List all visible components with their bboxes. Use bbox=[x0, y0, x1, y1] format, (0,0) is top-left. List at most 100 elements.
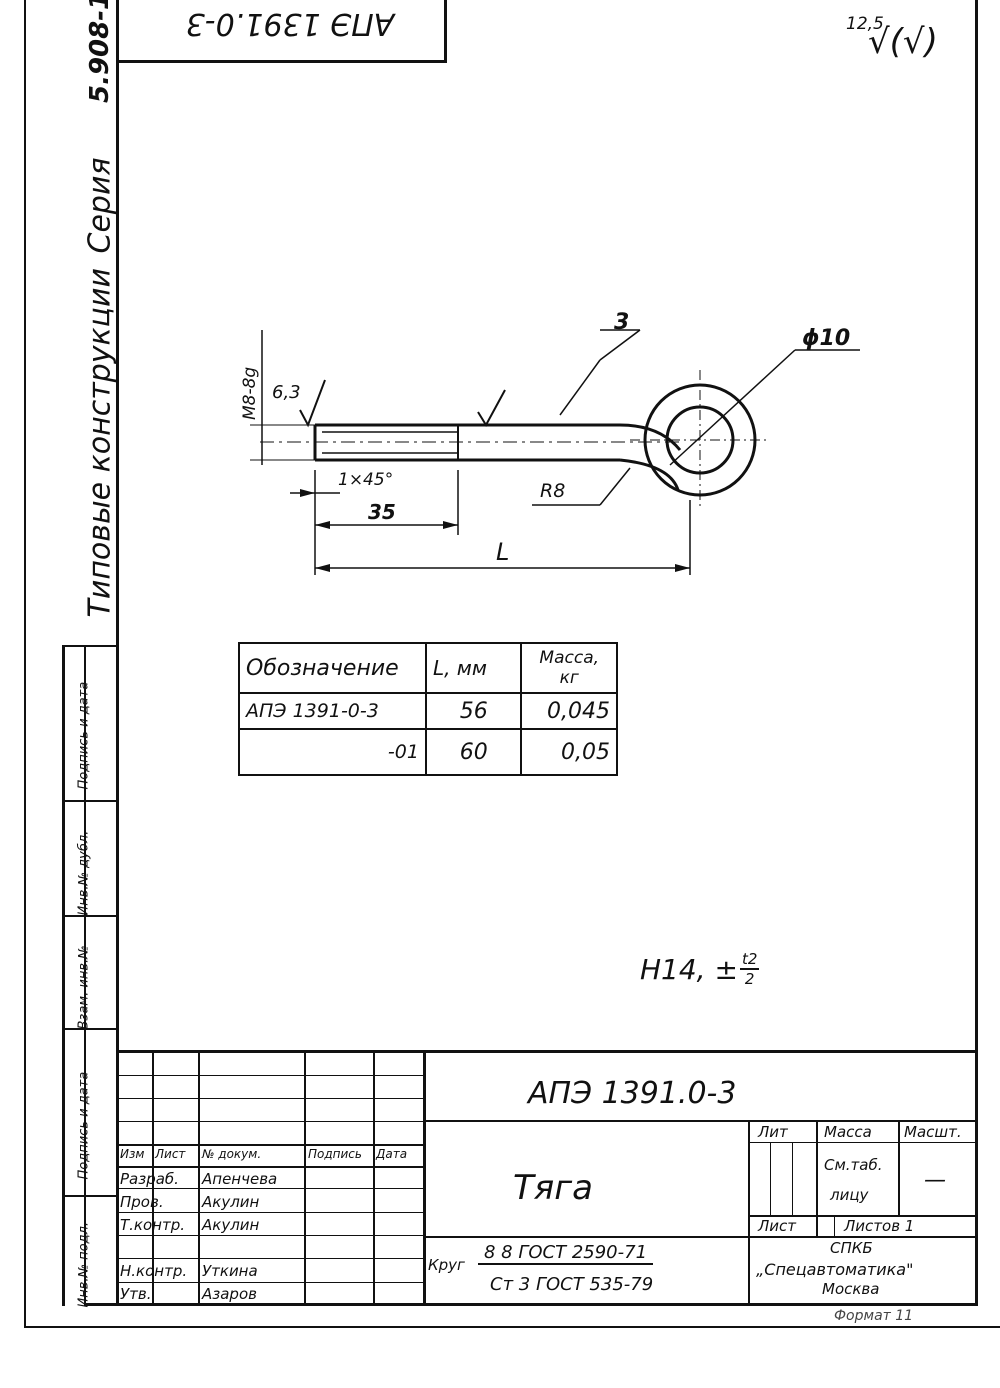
roughness-value: 12,5 bbox=[846, 14, 884, 34]
tb-line bbox=[424, 1236, 976, 1238]
tb-line bbox=[834, 1215, 835, 1236]
tb-line bbox=[118, 1166, 424, 1168]
series-label: Серия bbox=[82, 157, 118, 254]
frame-left-line bbox=[116, 0, 119, 1306]
spec-header-length: L, мм bbox=[424, 642, 523, 694]
chamfer-label: 1×45° bbox=[338, 470, 394, 490]
sheet-label: Лист bbox=[758, 1217, 797, 1235]
series-title: Типовые конструкции bbox=[82, 267, 118, 618]
format-note: Формат 11 bbox=[834, 1308, 914, 1324]
strip-label-dup: Инв.№ дубл. bbox=[76, 830, 92, 916]
tb-line bbox=[304, 1050, 306, 1306]
spec-cell: 0,045 bbox=[520, 692, 618, 730]
thread-length: 35 bbox=[368, 500, 396, 524]
total-length: L bbox=[496, 538, 510, 566]
sheets-label: Листов 1 bbox=[844, 1217, 915, 1235]
role-checker: Пров. bbox=[120, 1193, 164, 1211]
part-name: Тяга bbox=[513, 1168, 593, 1208]
tb-line bbox=[118, 1098, 424, 1099]
strip-label-orig: Инв.№ подл. bbox=[76, 1221, 92, 1308]
col-header-change: Изм bbox=[120, 1147, 145, 1161]
scale-label: Масшт. bbox=[904, 1123, 962, 1141]
strip-label-sign-date-1: Подпись и дата bbox=[76, 681, 92, 790]
doc-number: АПЭ 1391.0-3 bbox=[528, 1076, 737, 1111]
title-block: АПЭ 1391.0-3 Тяга Изм Лист № докум. Подп… bbox=[118, 1050, 978, 1306]
tb-line bbox=[748, 1142, 976, 1143]
tolerance-fraction: t2 2 bbox=[739, 950, 760, 988]
tb-line bbox=[198, 1050, 200, 1306]
tb-line bbox=[748, 1215, 976, 1217]
name-checker: Акулин bbox=[202, 1193, 260, 1211]
spec-header-row: Обозначение L, мм Масса, кг bbox=[238, 642, 618, 694]
bend-top bbox=[619, 423, 682, 451]
bend-bottom bbox=[619, 458, 680, 491]
tb-line bbox=[748, 1120, 750, 1306]
strip-inner-line bbox=[84, 645, 86, 1306]
sheet-cut-line bbox=[24, 1326, 1000, 1328]
tb-line bbox=[118, 1282, 424, 1283]
top-stamp-box bbox=[118, 0, 447, 63]
material-prefix: Круг bbox=[428, 1256, 465, 1274]
strip-label-replace: Взам. инв.№ bbox=[76, 945, 92, 1030]
table-row: -01 60 0,05 bbox=[238, 728, 618, 776]
material-top: 8 8 ГОСТ 2590-71 bbox=[478, 1242, 654, 1265]
col-header-sign: Подпись bbox=[308, 1147, 362, 1161]
role-tech-control: Т.контр. bbox=[120, 1216, 186, 1234]
strip-divider bbox=[62, 1028, 118, 1030]
spec-header-designation: Обозначение bbox=[238, 642, 427, 694]
tb-line bbox=[118, 1050, 976, 1053]
role-approver: Утв. bbox=[120, 1285, 152, 1303]
spec-cell: 60 bbox=[424, 728, 523, 776]
sheet-left-edge bbox=[24, 0, 26, 1328]
mass-label: Масса bbox=[824, 1123, 872, 1141]
series-number: 5.908-1 bbox=[85, 0, 115, 103]
org-line-3: Москва bbox=[822, 1280, 880, 1298]
tb-line bbox=[152, 1050, 154, 1306]
col-header-docnum: № докум. bbox=[202, 1147, 262, 1161]
tb-line bbox=[373, 1050, 375, 1306]
tb-line bbox=[118, 1235, 424, 1236]
mass-value-2: лицу bbox=[830, 1186, 869, 1204]
strip-divider bbox=[62, 800, 118, 802]
tb-line bbox=[424, 1120, 976, 1122]
role-norm-control: Н.контр. bbox=[120, 1262, 188, 1280]
thread-label: М8-8g bbox=[240, 366, 260, 420]
name-norm-control: Уткина bbox=[202, 1262, 258, 1280]
spec-table: Обозначение L, мм Масса, кг АПЭ 1391-0-3… bbox=[238, 642, 618, 776]
tb-line bbox=[816, 1120, 818, 1236]
mass-value-1: См.таб. bbox=[824, 1156, 883, 1174]
spec-cell: АПЭ 1391-0-3 bbox=[238, 692, 427, 730]
tolerance-text: Н14, ± bbox=[640, 952, 738, 986]
roughness-symbol: √(√) bbox=[868, 22, 938, 62]
strip-outer-line bbox=[62, 645, 65, 1306]
tb-line bbox=[118, 1075, 424, 1076]
bend-radius: R8 bbox=[540, 480, 566, 502]
tb-line bbox=[118, 1144, 424, 1146]
tb-line bbox=[792, 1142, 793, 1216]
strip-divider bbox=[62, 915, 118, 917]
strip-label-sign-date-2: Подпись и дата bbox=[76, 1071, 92, 1180]
table-row: АПЭ 1391-0-3 56 0,045 bbox=[238, 692, 618, 730]
strip-divider bbox=[62, 645, 118, 647]
local-roughness: 6,3 bbox=[272, 382, 301, 403]
org-line-1: СПКБ bbox=[830, 1239, 873, 1257]
tolerance-note: Н14, ± t2 2 bbox=[640, 950, 760, 988]
spec-header-mass: Масса, кг bbox=[520, 642, 618, 694]
tb-line bbox=[118, 1188, 424, 1189]
tb-line bbox=[118, 1121, 424, 1122]
part-drawing bbox=[250, 329, 860, 575]
col-header-date: Дата bbox=[376, 1147, 408, 1161]
name-developer: Апенчева bbox=[202, 1170, 278, 1188]
frame-bottom-line bbox=[84, 1303, 978, 1306]
tb-line bbox=[423, 1050, 426, 1306]
spec-cell: 56 bbox=[424, 692, 523, 730]
top-stamp-text: АПЭ 1391.0-3 bbox=[185, 6, 395, 41]
name-tech-control: Акулин bbox=[202, 1216, 260, 1234]
lit-label: Лит bbox=[758, 1123, 788, 1141]
tb-line bbox=[118, 1258, 424, 1259]
scale-value: — bbox=[924, 1168, 946, 1193]
spec-cell: 0,05 bbox=[520, 728, 618, 776]
tolerance-den: 2 bbox=[744, 970, 755, 988]
org-line-2: „Спецавтоматика" bbox=[756, 1260, 914, 1279]
frame-right-line bbox=[975, 0, 978, 1306]
